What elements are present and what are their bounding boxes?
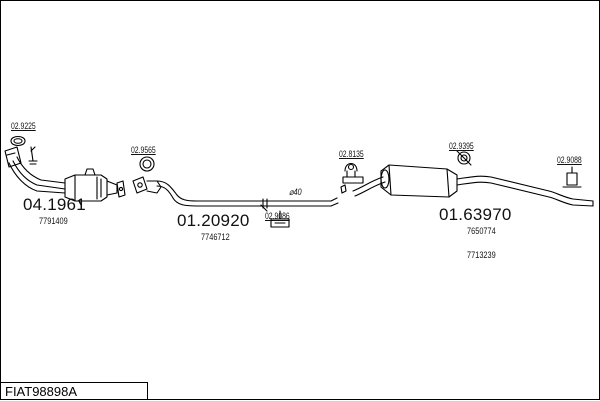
fitting-label-02-9395: 02.9395	[449, 141, 474, 152]
fitting-02-8135	[342, 162, 364, 184]
fitting-02-9565	[139, 156, 155, 172]
fitting-02-9086	[260, 204, 290, 228]
rear-silencer	[352, 164, 594, 207]
fitting-label-02-8135: 02.8135	[339, 149, 364, 160]
diameter-label: ⌀40	[289, 187, 302, 197]
front-pipe-with-catalyst	[4, 146, 126, 206]
diagram-code: FIAT98898A	[5, 384, 78, 399]
intermediate-pipe	[132, 176, 339, 209]
joint-marker	[340, 184, 347, 194]
fitting-label-02-9565: 02.9565	[131, 145, 156, 156]
fitting-label-02-9225: 02.9225	[11, 121, 36, 132]
fitting-label-02-9088: 02.9088	[557, 155, 582, 166]
diagram-code-box: FIAT98898A	[0, 382, 148, 400]
fitting-02-9088	[562, 166, 582, 188]
part-number-intermediate-pipe: 01.20920	[177, 211, 250, 230]
oem-number-rear-silencer-2: 7713239	[467, 250, 496, 260]
oem-number-intermediate-pipe: 7746712	[201, 232, 230, 242]
fitting-02-9225	[10, 135, 38, 165]
part-number-rear-silencer: 01.63970	[439, 205, 512, 224]
oem-number-rear-silencer-1: 7650774	[467, 226, 496, 236]
fitting-label-02-9086: 02.9086	[265, 211, 290, 222]
part-number-front-pipe: 04.1961	[23, 195, 86, 214]
fitting-02-9395	[456, 150, 472, 166]
oem-number-front-pipe: 7791409	[39, 216, 68, 226]
